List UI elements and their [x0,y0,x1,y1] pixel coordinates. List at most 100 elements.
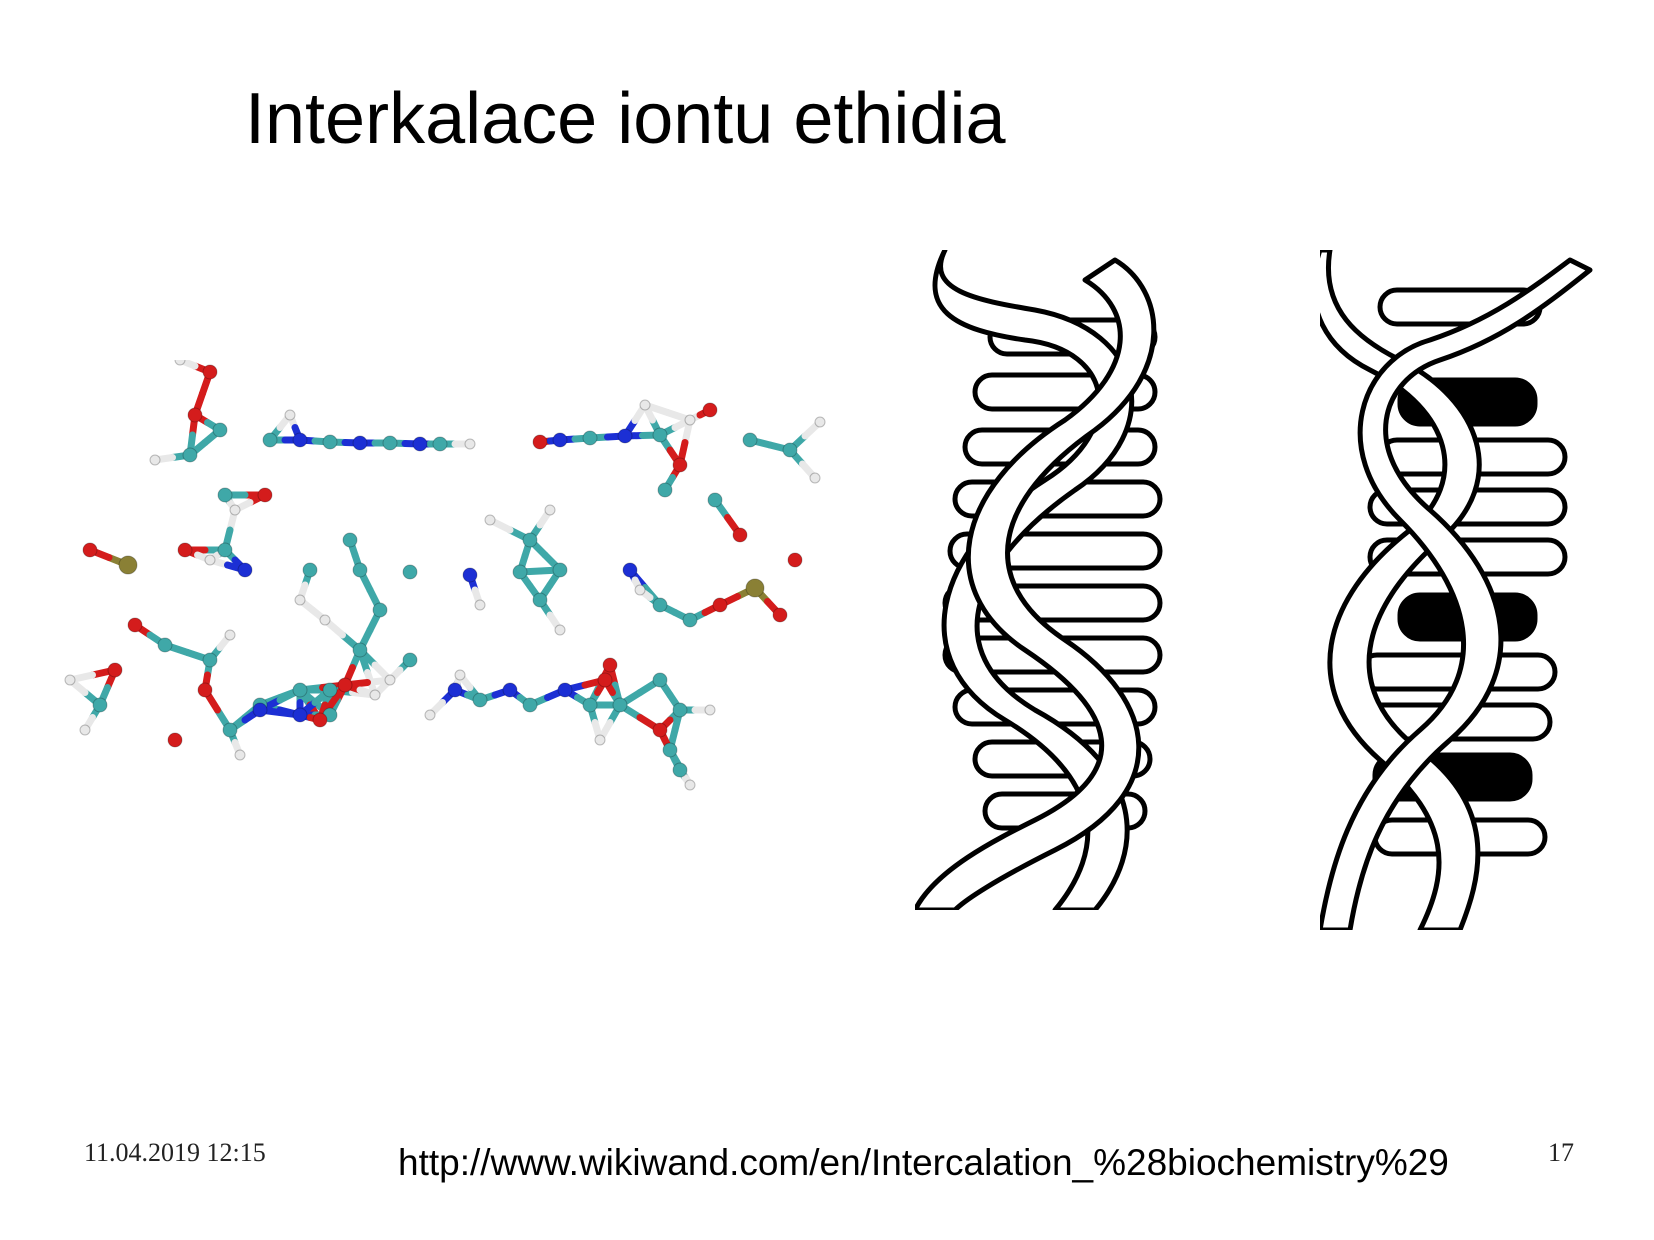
atom-o [177,542,193,558]
atom-n [502,682,518,698]
atom-o [597,672,613,688]
atom-n [462,567,478,583]
atom-c [342,532,358,548]
atom-o [167,732,183,748]
atom-c [217,487,233,503]
atom-h [684,414,696,426]
atom-c [652,427,668,443]
atom-h [174,360,186,366]
atom-c [222,722,238,738]
atom-c [217,542,233,558]
atom-c [522,697,538,713]
atom-h [79,724,91,736]
atom-n [557,682,573,698]
atom-c [212,422,228,438]
atom-c [382,435,398,451]
atom-o [732,527,748,543]
atom-h [294,594,306,606]
slide-date: 11.04.2019 12:15 [84,1138,266,1167]
atom-p [745,578,765,598]
atom-h [464,438,476,450]
atom-n [292,707,308,723]
atom-c [682,612,698,628]
atom-c [157,637,173,653]
atom-h [64,674,76,686]
atom-n [447,682,463,698]
atom-h [384,674,396,686]
atom-c [402,564,418,580]
atom-o [127,617,143,633]
atom-c [322,682,338,698]
atom-c [182,447,198,463]
atom-o [82,542,98,558]
atom-p [118,555,138,575]
atom-h [544,504,556,516]
atom-o [652,722,668,738]
atom-h [684,779,696,791]
atom-c [742,432,758,448]
atom-n [352,435,368,451]
atom-h [234,749,246,761]
atom-c [707,492,723,508]
atom-c [402,652,418,668]
atom-c [92,697,108,713]
atom-o [772,607,788,623]
page-number: 17 [1548,1138,1574,1167]
atom-h [454,669,466,681]
atom-c [302,562,318,578]
atom-h [704,704,716,716]
atom-h [204,554,216,566]
atom-h [554,624,566,636]
atom-o [712,597,728,613]
atom-o [202,364,218,380]
atom-h [484,514,496,526]
atom-c [612,697,628,713]
atom-c [512,564,528,580]
atom-o [257,487,273,503]
atom-h [319,614,331,626]
atom-h [474,599,486,611]
atom-c [782,442,798,458]
atom-n [292,432,308,448]
atom-c [672,762,688,778]
atom-c [532,592,548,608]
atom-c [522,532,538,548]
atom-n [237,562,253,578]
atom-n [412,436,428,452]
atom-c [652,672,668,688]
source-url: http://www.wikiwand.com/en/Intercalation… [398,1142,1449,1183]
atom-c [292,682,308,698]
atom-c [352,562,368,578]
atom-c [372,602,388,618]
atom-c [672,702,688,718]
atom-o [787,552,803,568]
dna-helix-intercalated-image [1320,250,1593,930]
atom-c [657,482,673,498]
atom-h [369,689,381,701]
slide-title: Interkalace iontu ethidia [245,79,1006,159]
atom-o [312,712,328,728]
atom-o [107,662,123,678]
atom-c [472,692,488,708]
atom-n [252,702,268,718]
atom-c [662,742,678,758]
atom-n [617,428,633,444]
atom-c [652,597,668,613]
atom-o [602,657,618,673]
atom-c [582,697,598,713]
atom-o [337,677,353,693]
atom-c [202,652,218,668]
atom-c [352,642,368,658]
atom-h [229,504,241,516]
atom-c [432,436,448,452]
dna-helix-normal-image [915,250,1163,910]
atom-h [814,416,826,428]
atom-o [672,457,688,473]
atom-n [622,562,638,578]
atom-n [552,432,568,448]
atom-c [552,562,568,578]
atom-h [594,734,606,746]
atom-c [262,432,278,448]
atom-o [197,682,213,698]
atom-h [809,472,821,484]
